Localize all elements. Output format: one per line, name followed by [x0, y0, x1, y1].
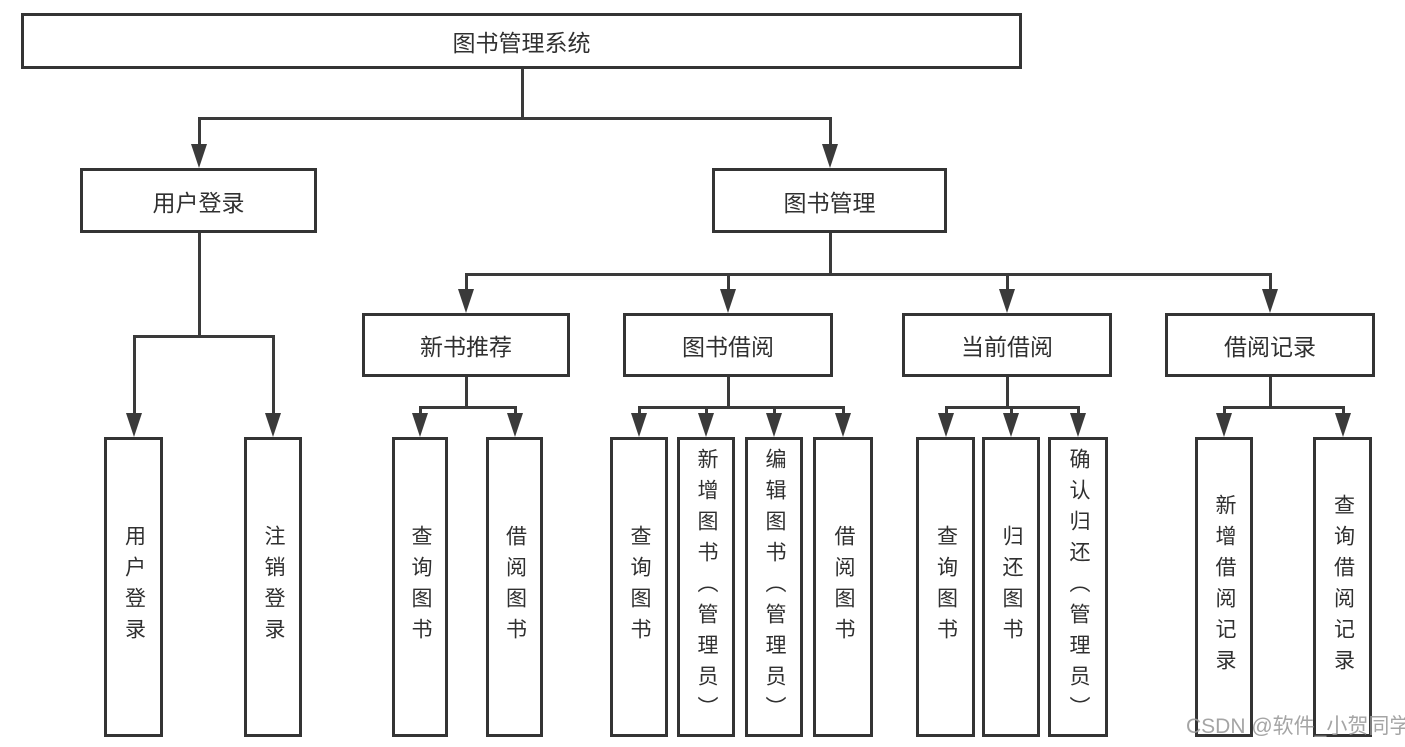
connector-line: [1223, 406, 1345, 409]
node-label: 图书借阅: [682, 334, 774, 360]
node-leaf-cb-confirm: 确认归还（管理员）: [1048, 437, 1108, 737]
node-borrow-record: 借阅记录: [1165, 313, 1375, 377]
node-label: 查询图书: [628, 525, 651, 649]
connector-arrowhead-icon: [999, 289, 1015, 313]
connector-line: [465, 273, 468, 293]
connector-line: [133, 335, 275, 338]
node-leaf-bb-borrow: 借阅图书: [813, 437, 873, 737]
node-leaf-bb-query: 查询图书: [610, 437, 668, 737]
connector-line: [829, 117, 832, 148]
node-leaf-logout: 注销登录: [244, 437, 302, 737]
csdn-watermark: CSDN @软件_小贺同学: [1186, 715, 1405, 738]
connector-arrowhead-icon: [412, 413, 428, 437]
connector-arrowhead-icon: [507, 413, 523, 437]
connector-line: [1006, 377, 1009, 409]
connector-arrowhead-icon: [631, 413, 647, 437]
connector-line: [419, 406, 517, 409]
connector-line: [198, 117, 201, 148]
connector-arrowhead-icon: [191, 144, 207, 168]
node-root: 图书管理系统: [21, 13, 1022, 69]
node-label: 当前借阅: [961, 334, 1053, 360]
node-current-borrow: 当前借阅: [902, 313, 1112, 377]
connector-arrowhead-icon: [1070, 413, 1086, 437]
connector-line: [465, 377, 468, 409]
connector-line: [705, 406, 708, 417]
node-book-mgmt: 图书管理: [712, 168, 947, 233]
connector-line: [133, 335, 136, 417]
connector-arrowhead-icon: [265, 413, 281, 437]
node-user-login: 用户登录: [80, 168, 317, 233]
connector-arrowhead-icon: [1003, 413, 1019, 437]
connector-line: [419, 406, 422, 417]
node-label: 新增借阅记录: [1213, 494, 1236, 680]
node-label: 借阅图书: [832, 525, 855, 649]
node-label: 注销登录: [262, 525, 285, 649]
connector-line: [1342, 406, 1345, 417]
node-label: 图书管理: [783, 189, 876, 216]
node-leaf-bb-add: 新增图书（管理员）: [677, 437, 735, 737]
connector-line: [1006, 273, 1009, 293]
connector-arrowhead-icon: [835, 413, 851, 437]
node-leaf-cb-return: 归还图书: [982, 437, 1040, 737]
node-leaf-user-login: 用户登录: [104, 437, 163, 737]
node-leaf-cb-query: 查询图书: [916, 437, 975, 737]
node-leaf-nbr-borrow: 借阅图书: [486, 437, 543, 737]
connector-line: [638, 406, 845, 409]
connector-arrowhead-icon: [822, 144, 838, 168]
node-leaf-br-query: 查询借阅记录: [1313, 437, 1372, 737]
connector-line: [638, 406, 641, 417]
connector-arrowhead-icon: [1216, 413, 1232, 437]
node-label: 确认归还（管理员）: [1067, 447, 1090, 727]
node-label: 新增图书（管理员）: [695, 447, 718, 727]
node-new-book-rec: 新书推荐: [362, 313, 570, 377]
connector-line: [842, 406, 845, 417]
node-book-borrow: 图书借阅: [623, 313, 833, 377]
connector-line: [1077, 406, 1080, 417]
connector-arrowhead-icon: [458, 289, 474, 313]
connector-line: [773, 406, 776, 417]
node-label: 查询借阅记录: [1331, 494, 1355, 680]
node-leaf-nbr-query: 查询图书: [392, 437, 448, 737]
connector-arrowhead-icon: [698, 413, 714, 437]
connector-line: [272, 335, 275, 417]
connector-line: [1010, 406, 1013, 417]
connector-line: [198, 233, 201, 338]
node-label: 用户登录: [122, 525, 146, 649]
connector-line: [829, 233, 832, 276]
connector-line: [727, 273, 730, 293]
connector-arrowhead-icon: [1262, 289, 1278, 313]
node-leaf-br-add: 新增借阅记录: [1195, 437, 1253, 737]
node-label: 用户登录: [152, 189, 245, 216]
node-leaf-bb-edit: 编辑图书（管理员）: [745, 437, 803, 737]
connector-line: [198, 117, 832, 120]
node-label: 编辑图书（管理员）: [763, 447, 786, 727]
node-label: 归还图书: [1000, 525, 1023, 649]
connector-line: [727, 377, 730, 409]
connector-arrowhead-icon: [720, 289, 736, 313]
node-label: 借阅图书: [503, 525, 527, 649]
connector-arrowhead-icon: [766, 413, 782, 437]
node-label: 借阅记录: [1224, 334, 1316, 360]
connector-line: [514, 406, 517, 417]
connector-line: [1269, 273, 1272, 293]
connector-line: [1223, 406, 1226, 417]
connector-line: [521, 69, 524, 120]
node-label: 查询图书: [934, 525, 958, 649]
node-label: 查询图书: [409, 525, 432, 649]
connector-arrowhead-icon: [938, 413, 954, 437]
node-label: 图书管理系统: [452, 30, 591, 56]
connector-line: [1269, 377, 1272, 409]
node-label: 新书推荐: [420, 334, 512, 360]
connector-line: [945, 406, 948, 417]
connector-line: [465, 273, 1272, 276]
connector-arrowhead-icon: [126, 413, 142, 437]
connector-arrowhead-icon: [1335, 413, 1351, 437]
